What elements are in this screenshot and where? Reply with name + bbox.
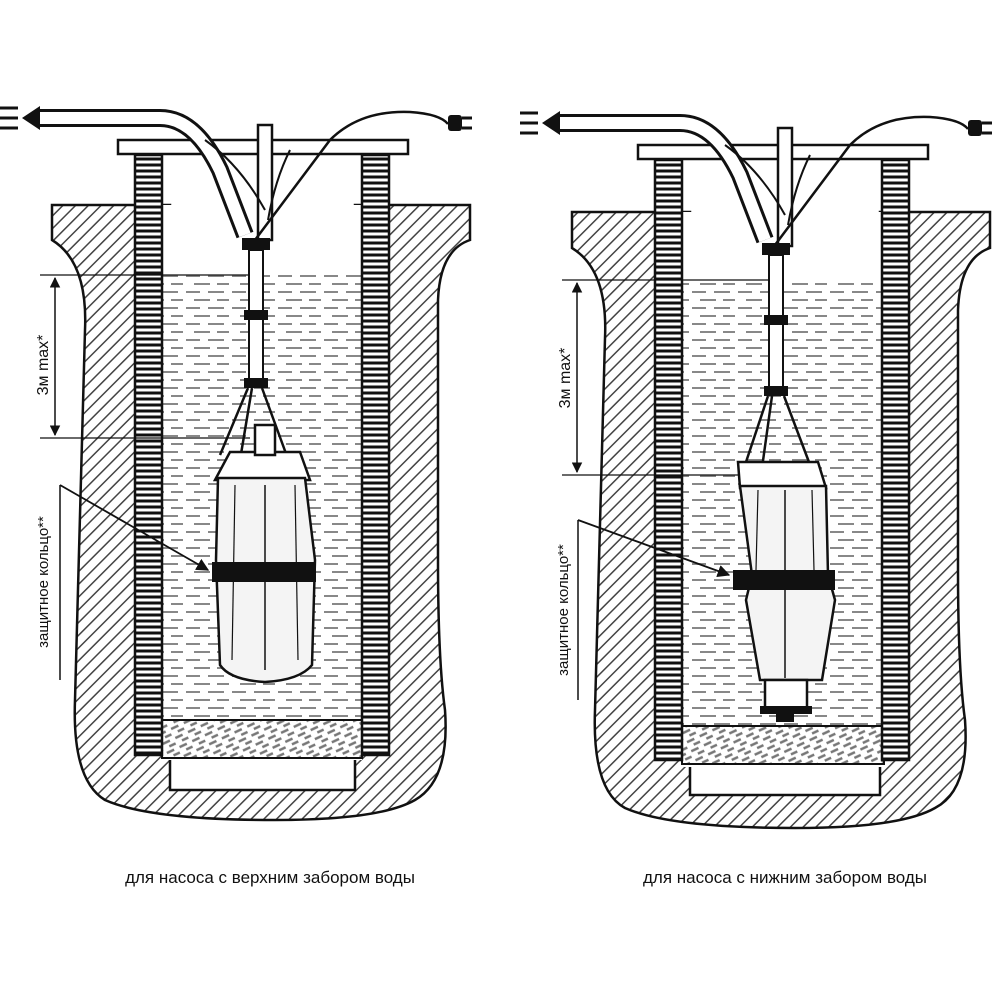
diagram-top-intake: 3м max* защитное кольцо** xyxy=(0,106,472,822)
hang-cord xyxy=(724,144,811,226)
casing-right xyxy=(880,158,911,762)
protective-ring xyxy=(733,570,835,590)
hose-clamp xyxy=(242,238,270,250)
gravel-bed xyxy=(681,725,885,765)
outflow-arrow-icon xyxy=(520,111,560,135)
pump-head xyxy=(212,450,312,482)
depth-label: 3м max* xyxy=(35,335,52,396)
ring-label: защитное кольцо** xyxy=(555,544,572,676)
hang-cord xyxy=(204,139,291,221)
diagram-bottom-intake: 3м max* защитное кольцо** xyxy=(520,111,992,830)
hose-clamp xyxy=(762,243,790,255)
power-plug-icon xyxy=(968,120,992,136)
ring-label: защитное кольцо** xyxy=(35,516,52,648)
protective-ring xyxy=(212,562,316,582)
hose-clamp-2 xyxy=(244,310,268,320)
ring-pointer xyxy=(577,519,731,578)
depth-dimension xyxy=(40,274,250,439)
casing-left xyxy=(653,158,684,762)
ring-pointer xyxy=(59,484,210,571)
hose-clamp-3 xyxy=(764,386,788,396)
bottom-intake-nozzle xyxy=(763,678,809,710)
hose-clamp-2 xyxy=(764,315,788,325)
depth-dimension xyxy=(562,279,770,476)
power-cable xyxy=(774,115,969,246)
support-rod xyxy=(256,123,274,242)
pump-head xyxy=(736,460,828,490)
outflow-arrow-icon xyxy=(0,106,40,130)
power-plug-icon xyxy=(448,115,472,131)
casing-left xyxy=(133,153,164,757)
support-rod xyxy=(776,126,794,248)
caption-bottom-intake: для насоса с нижним забором воды xyxy=(642,868,928,887)
gravel-bed xyxy=(161,719,363,759)
power-cable xyxy=(254,110,449,241)
caption-top-intake: для насоса с верхним забором воды xyxy=(125,868,415,887)
pump-inlet xyxy=(253,423,277,457)
hose-clamp-3 xyxy=(244,378,268,388)
casing-right xyxy=(360,153,391,757)
depth-label: 3м max* xyxy=(557,348,574,409)
